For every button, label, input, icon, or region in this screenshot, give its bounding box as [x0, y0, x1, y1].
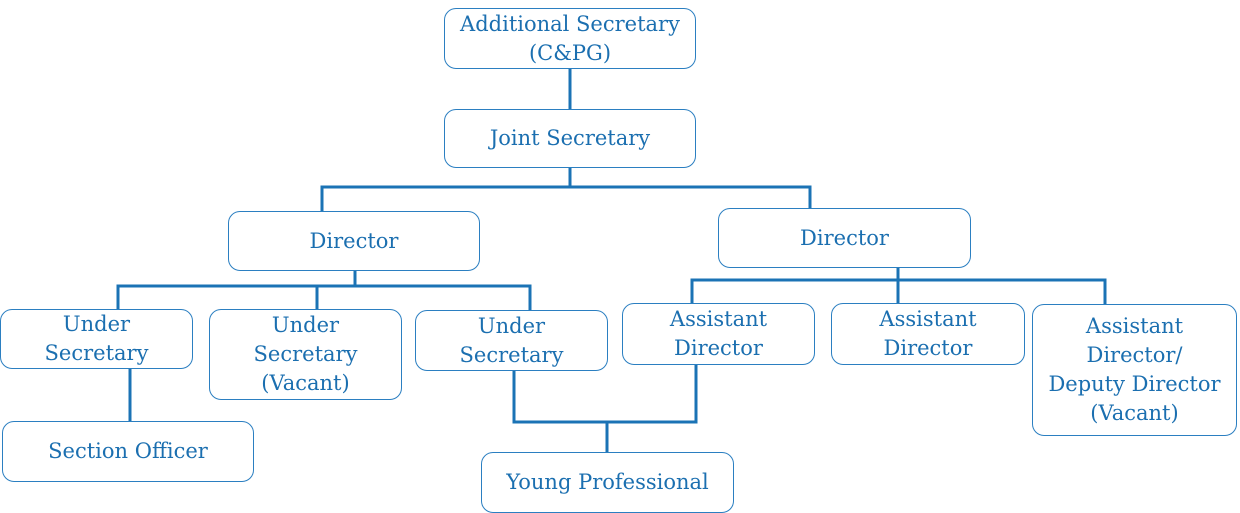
section-officer-box: Section Officer — [2, 421, 254, 482]
under-secretary-2-label: Under Secretary (Vacant) — [253, 313, 358, 395]
director-right-label: Director — [800, 225, 889, 250]
assistant-director-1-label: Assistant Director — [669, 307, 768, 360]
assistant-director-1-box: Assistant Director — [622, 303, 815, 365]
young-professional-box: Young Professional — [481, 452, 734, 513]
director-left-box: Director — [228, 211, 480, 271]
assistant-director-2-box: Assistant Director — [831, 303, 1025, 365]
under-secretary-3-box: Under Secretary — [415, 310, 608, 371]
director-right-box: Director — [718, 208, 971, 268]
under-secretary-3-label: Under Secretary — [459, 313, 564, 367]
under-secretary-1-box: Under Secretary — [0, 309, 193, 369]
joint-secretary-box: Joint Secretary — [444, 109, 696, 168]
assistant-director-3-label: Assistant Director/ Deputy Director (Vac… — [1048, 314, 1221, 425]
under-secretary-2-box: Under Secretary (Vacant) — [209, 309, 402, 400]
additional-secretary-box: Additional Secretary (C&PG) — [444, 8, 696, 69]
assistant-director-2-label: Assistant Director — [879, 307, 977, 360]
additional-secretary-label: Additional Secretary (C&PG) — [460, 11, 680, 65]
director-left-label: Director — [309, 228, 399, 253]
under-secretary-1-label: Under Secretary — [44, 312, 149, 365]
joint-secretary-label: Joint Secretary — [489, 126, 651, 150]
young-professional-label: Young Professional — [506, 470, 709, 494]
assistant-director-3-box: Assistant Director/ Deputy Director (Vac… — [1032, 304, 1237, 436]
section-officer-label: Section Officer — [48, 439, 208, 463]
